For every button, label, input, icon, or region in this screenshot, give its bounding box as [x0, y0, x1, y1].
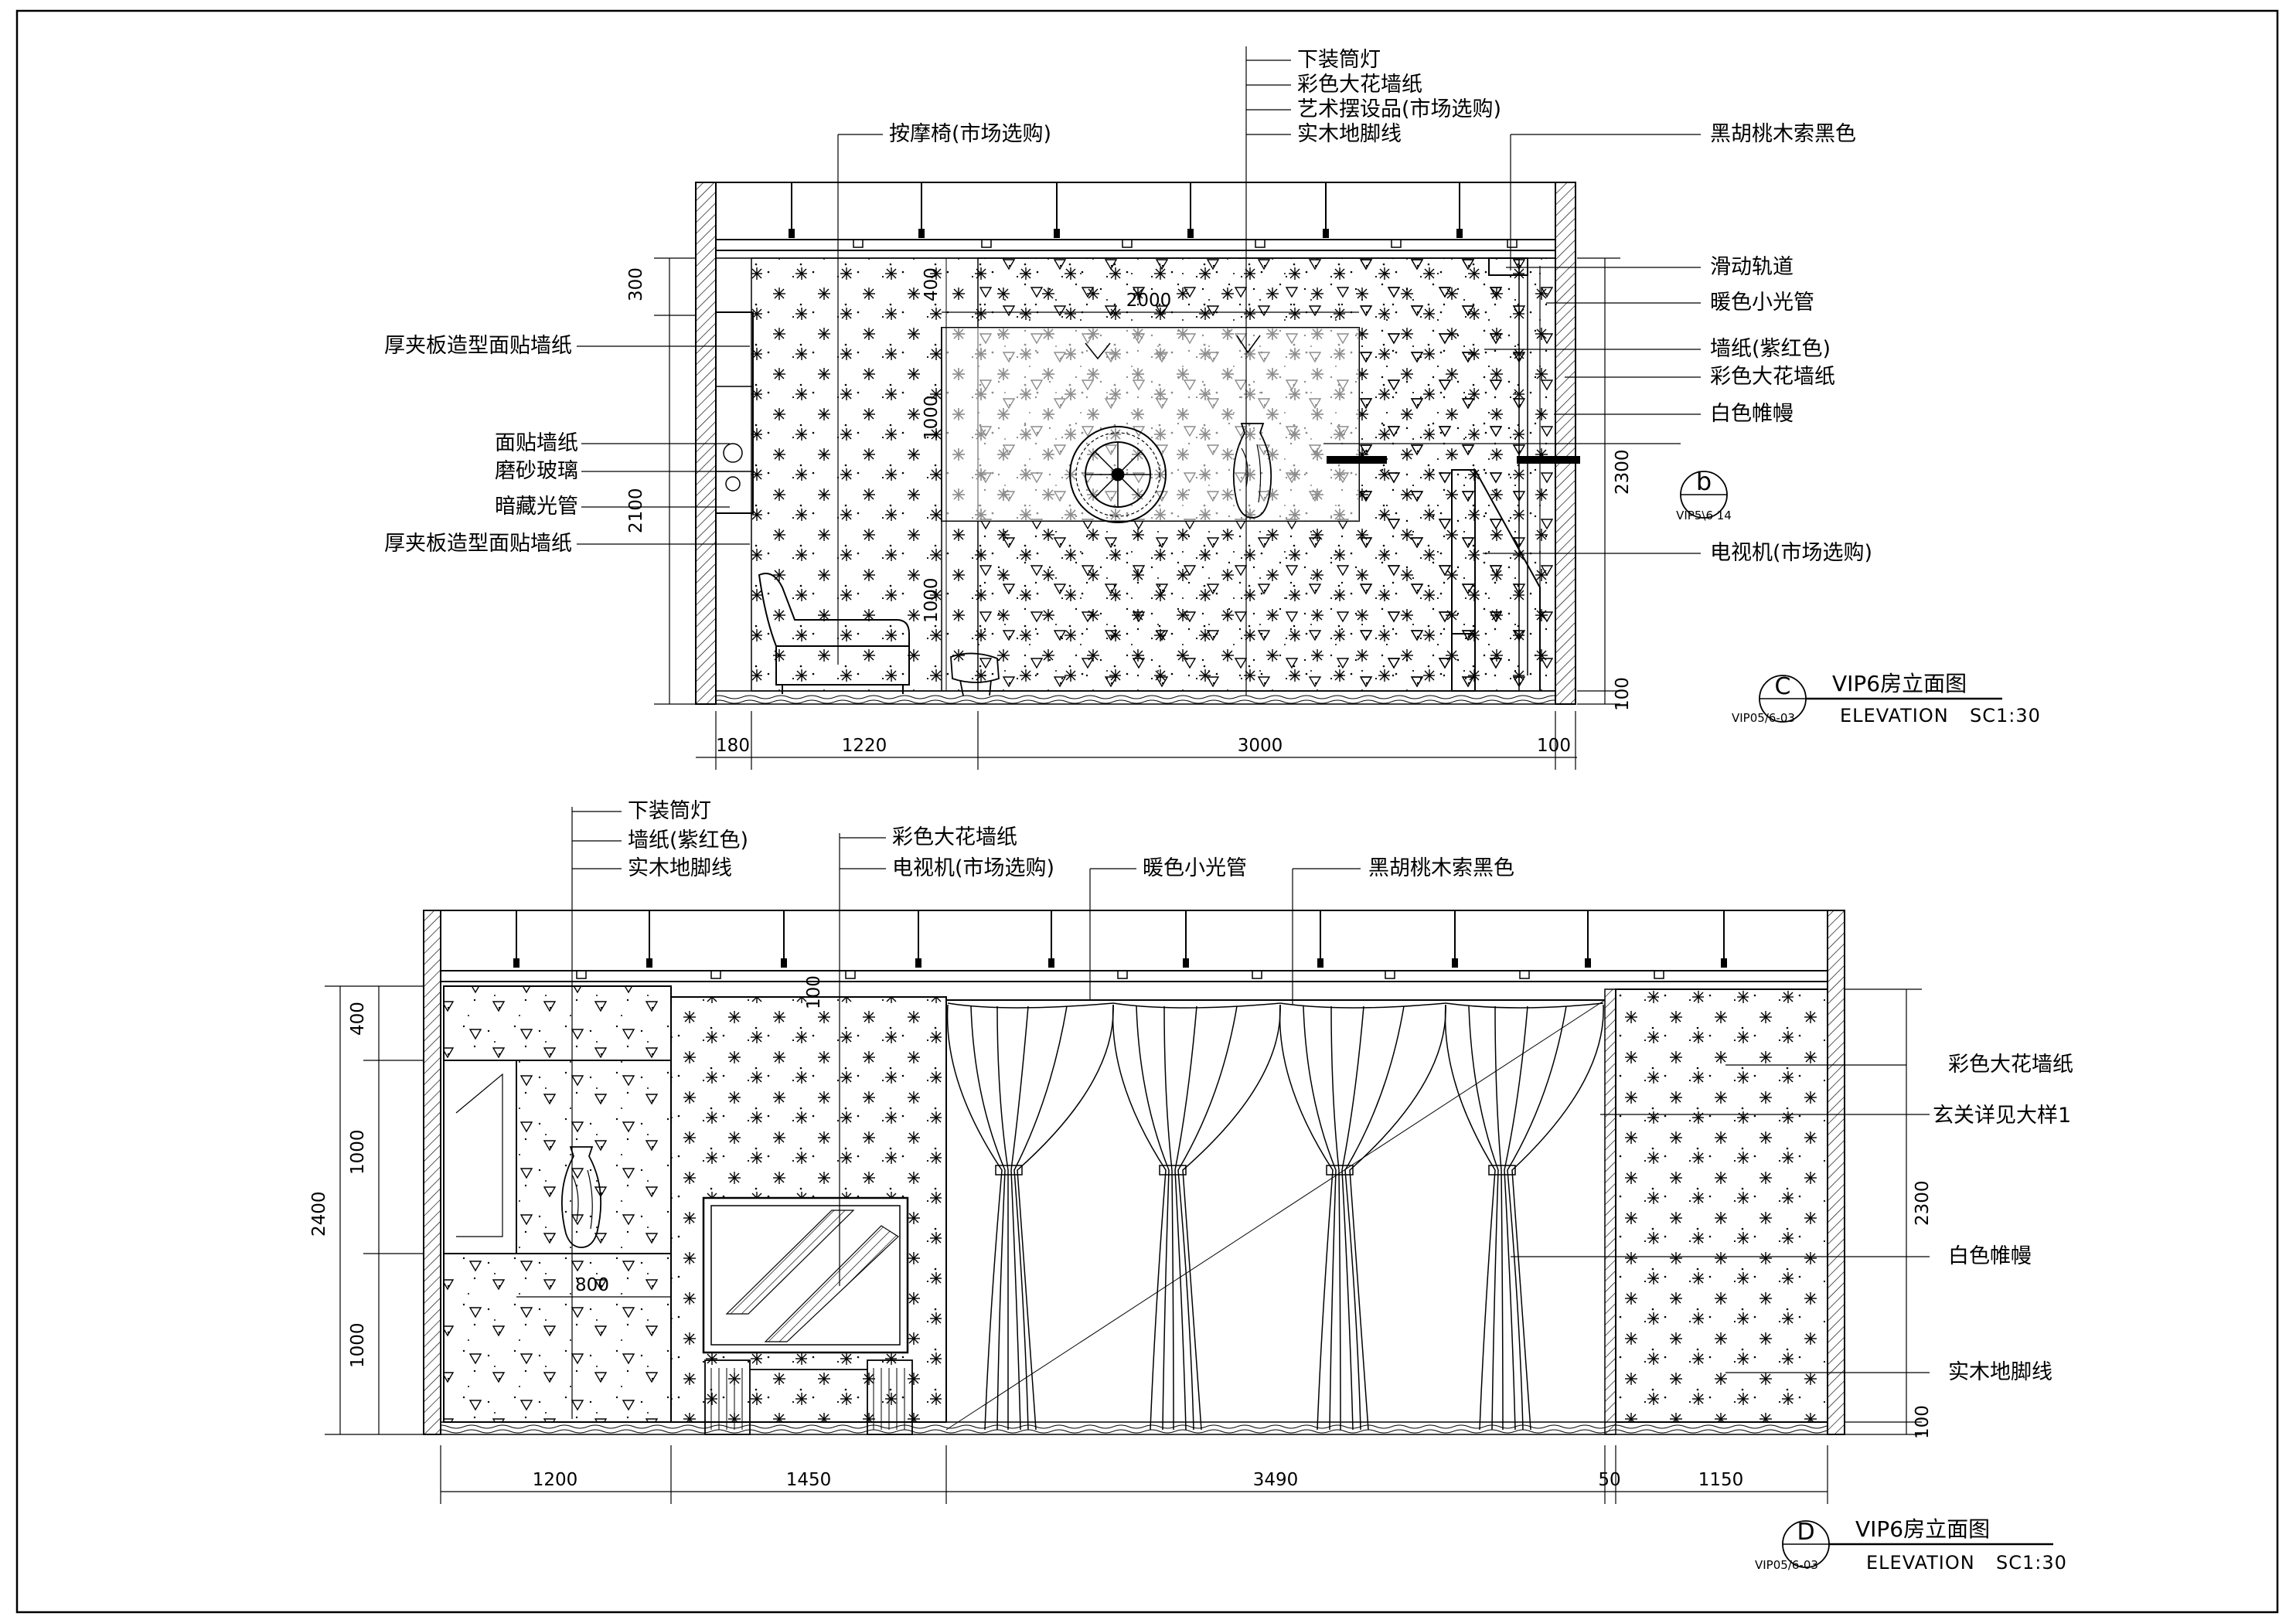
c-display-shelf	[715, 311, 754, 514]
c-dim-bottom-180: 180	[716, 736, 750, 756]
d-dim-bottom-1450: 1450	[786, 1470, 832, 1490]
elevation-c: 400 2000 1000 1000 下装筒灯 彩色大花墙纸 艺术摆设品(市场选…	[384, 46, 2041, 770]
d-callout-warm-tube: 暖色小光管	[1143, 856, 1247, 880]
c-label-frosted-glass: 磨砂玻璃	[495, 459, 578, 483]
c-downlights	[853, 239, 1518, 248]
c-wheel-ornament	[1069, 426, 1167, 523]
d-dim-left-1000b: 1000	[348, 1322, 368, 1368]
c-walnut-bar-right	[1517, 456, 1580, 464]
d-niche-vase	[560, 1146, 602, 1248]
d-callout-floral-wallpaper: 彩色大花墙纸	[892, 825, 1017, 849]
c-title-name: VIP6房立面图	[1832, 671, 1967, 696]
c-title-letter: C	[1775, 673, 1791, 700]
c-label-plywood-1: 厚夹板造型面贴墙纸	[384, 334, 572, 358]
d-label-baseboard: 实木地脚线	[1948, 1360, 2052, 1384]
c-callout-wood-baseboard: 实木地脚线	[1297, 122, 1402, 146]
d-pendant-lights	[516, 910, 1725, 965]
c-dim-right-2300: 2300	[1613, 449, 1633, 495]
d-callout-walnut: 黑胡桃木索黑色	[1368, 856, 1514, 880]
d-callout-tv: 电视机(市场选购)	[892, 856, 1054, 880]
c-label-wallpaper-face: 面贴墙纸	[495, 431, 578, 455]
c-wallpaper-triangles-right	[1361, 258, 1554, 691]
c-label-plywood-2: 厚夹板造型面贴墙纸	[384, 532, 572, 556]
c-dim-left-300: 300	[626, 267, 646, 301]
c-marker-b-letter: b	[1696, 467, 1712, 496]
c-label-warm-tube: 暖色小光管	[1710, 291, 1814, 315]
c-marker-b-ref: VIP5\6 14	[1676, 509, 1732, 522]
d-downlights	[576, 970, 1664, 979]
d-dim-right-100: 100	[1913, 1405, 1933, 1439]
c-title-ref: VIP05/6-03	[1732, 711, 1795, 725]
d-callout-purple-wallpaper: 墙纸(紫红色)	[628, 829, 748, 852]
d-wallpaper-right	[1615, 988, 1828, 1423]
c-dim-right-100: 100	[1613, 677, 1633, 711]
c-decorative-vase	[1232, 423, 1272, 519]
d-callout-baseboard: 实木地脚线	[628, 856, 732, 880]
c-dim-inner-1000a: 1000	[921, 395, 942, 441]
d-title-name: VIP6房立面图	[1855, 1516, 1990, 1542]
c-dim-left-2100: 2100	[626, 488, 646, 533]
d-title-scale: SC1:30	[1996, 1552, 2067, 1574]
d-dim-left-2400: 2400	[309, 1191, 329, 1237]
c-dim-bottom-3000: 3000	[1238, 736, 1283, 756]
d-dim-right-2300: 2300	[1913, 1180, 1933, 1226]
c-dim-bottom-100: 100	[1537, 736, 1571, 756]
c-baseboard	[715, 690, 1556, 705]
d-title-letter: D	[1797, 1519, 1814, 1546]
d-callout-downlight: 下装筒灯	[628, 799, 711, 823]
c-ceiling	[715, 239, 1556, 251]
c-label-white-drape: 白色帷幔	[1710, 402, 1794, 426]
c-dim-inner-1000b: 1000	[921, 577, 942, 623]
d-curtains	[946, 1002, 1604, 1431]
c-dim-inner-400: 400	[921, 267, 942, 301]
d-label-floral-wallpaper: 彩色大花墙纸	[1948, 1053, 2073, 1077]
c-callout-massage-chair: 按摩椅(市场选购)	[889, 122, 1051, 146]
d-entry-upper-panel	[443, 985, 672, 1061]
elevation-d: 下装筒灯 墙纸(紫红色) 实木地脚线 彩色大花墙纸 电视机(市场选购) 暖色小光…	[309, 799, 2073, 1574]
c-dim-inner-2000: 2000	[1126, 291, 1172, 311]
d-dim-inner-800: 800	[575, 1275, 609, 1295]
c-label-sliding-track: 滑动轨道	[1710, 255, 1794, 279]
c-callout-floral-wallpaper: 彩色大花墙纸	[1297, 73, 1422, 97]
d-title-ref: VIP05/6-03	[1755, 1558, 1818, 1572]
d-entry-screen	[443, 1060, 517, 1254]
d-dim-bottom-1150: 1150	[1698, 1470, 1744, 1490]
c-label-hidden-tube: 暗藏光管	[495, 495, 578, 519]
c-walnut-bar-left	[1327, 456, 1387, 464]
c-pendant-lights	[791, 182, 1460, 235]
d-entry-display-niche	[516, 1060, 672, 1254]
c-label-purple-wallpaper: 墙纸(紫红色)	[1710, 337, 1831, 361]
c-wall-sconces	[1085, 335, 1261, 360]
d-dim-bottom-3490: 3490	[1253, 1470, 1299, 1490]
d-right-wall	[1827, 910, 1845, 1435]
c-callout-walnut: 黑胡桃木索黑色	[1710, 122, 1856, 146]
d-baseboard	[440, 1421, 1828, 1435]
d-label-entry-detail: 玄关详见大样1	[1933, 1104, 2071, 1128]
d-dim-left-400: 400	[348, 1002, 368, 1036]
c-callout-art-decor: 艺术摆设品(市场选购)	[1297, 97, 1501, 121]
d-ceiling	[440, 970, 1828, 982]
c-title-scale: SC1:30	[1970, 705, 2041, 726]
d-label-white-drape: 白色帷幔	[1948, 1244, 2032, 1268]
d-left-wall	[423, 910, 441, 1435]
d-dim-left-1000a: 1000	[348, 1129, 368, 1175]
d-title-elevation: ELEVATION	[1866, 1552, 1975, 1574]
c-view-title: C VIP6房立面图 VIP05/6-03 ELEVATION SC1:30	[1732, 671, 2041, 726]
c-callout-downlight: 下装筒灯	[1297, 48, 1381, 72]
d-tv	[702, 1196, 909, 1354]
d-dim-inner-100: 100	[804, 975, 824, 1009]
d-dim-bottom-1200: 1200	[533, 1470, 578, 1490]
c-title-elevation: ELEVATION	[1840, 705, 1949, 726]
d-entry-frame	[1604, 988, 1616, 1435]
d-entry-lower-cabinet	[443, 1253, 672, 1423]
c-section-marker-b: b VIP5\6 14	[1323, 443, 1732, 522]
c-label-floral-wallpaper: 彩色大花墙纸	[1710, 365, 1835, 389]
sheet-border	[15, 9, 2279, 1614]
c-label-tv: 电视机(市场选购)	[1710, 541, 1872, 565]
d-dim-bottom-50: 50	[1598, 1470, 1620, 1490]
c-dim-bottom-1220: 1220	[842, 736, 887, 756]
d-view-title: D VIP6房立面图 VIP05/6-03 ELEVATION SC1:30	[1755, 1516, 2067, 1574]
